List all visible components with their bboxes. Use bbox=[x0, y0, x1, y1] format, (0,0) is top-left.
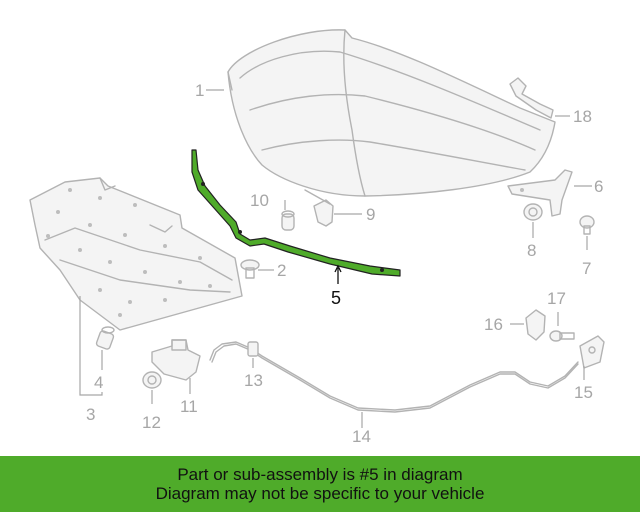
callout-18: 18 bbox=[573, 107, 592, 126]
callout-10: 10 bbox=[250, 191, 269, 210]
lever-clip-part[interactable] bbox=[525, 309, 546, 341]
bolt-part[interactable] bbox=[95, 326, 115, 350]
callout-12: 12 bbox=[142, 413, 161, 432]
callout-13: 13 bbox=[244, 371, 263, 390]
under-cover-part[interactable] bbox=[29, 177, 243, 331]
prop-rod-holder-part[interactable] bbox=[304, 189, 334, 227]
callout-6: 6 bbox=[594, 177, 603, 196]
release-cable-part[interactable] bbox=[209, 341, 579, 413]
callout-15: 15 bbox=[574, 383, 593, 402]
hood-seal-part-highlighted[interactable] bbox=[191, 149, 401, 277]
callout-7: 7 bbox=[582, 259, 591, 278]
callout-2: 2 bbox=[277, 261, 286, 280]
cushion-part[interactable] bbox=[281, 210, 295, 231]
lever-screw-part[interactable] bbox=[549, 330, 575, 342]
parts-diagram: 1 2 4 3 bbox=[29, 29, 605, 446]
callout-4: 4 bbox=[94, 373, 103, 392]
callout-9: 9 bbox=[366, 205, 375, 224]
fitment-banner: Part or sub-assembly is #5 in diagram Di… bbox=[0, 456, 640, 512]
banner-line-part-number: Part or sub-assembly is #5 in diagram bbox=[177, 465, 463, 484]
clip-part[interactable] bbox=[240, 259, 260, 279]
callout-16: 16 bbox=[484, 315, 503, 334]
callout-5: 5 bbox=[331, 288, 341, 308]
release-lever-part[interactable] bbox=[579, 335, 605, 369]
hood-lock-part[interactable] bbox=[151, 339, 201, 381]
nut-part[interactable] bbox=[523, 203, 543, 221]
hinge-part[interactable] bbox=[507, 169, 573, 217]
callout-17: 17 bbox=[547, 289, 566, 308]
callout-14: 14 bbox=[352, 427, 371, 446]
hood-part[interactable] bbox=[227, 29, 556, 197]
callout-11: 11 bbox=[180, 397, 198, 416]
hinge-bolt-part[interactable] bbox=[579, 215, 595, 235]
cable-clip-part[interactable] bbox=[247, 341, 259, 357]
release-handle-part[interactable] bbox=[509, 77, 554, 119]
cover-mounting-holes bbox=[46, 188, 212, 317]
lock-nut-part[interactable] bbox=[142, 371, 162, 389]
banner-line-disclaimer: Diagram may not be specific to your vehi… bbox=[155, 484, 485, 503]
callout-8: 8 bbox=[527, 241, 536, 260]
callout-3: 3 bbox=[86, 405, 95, 424]
callout-1: 1 bbox=[195, 81, 204, 100]
